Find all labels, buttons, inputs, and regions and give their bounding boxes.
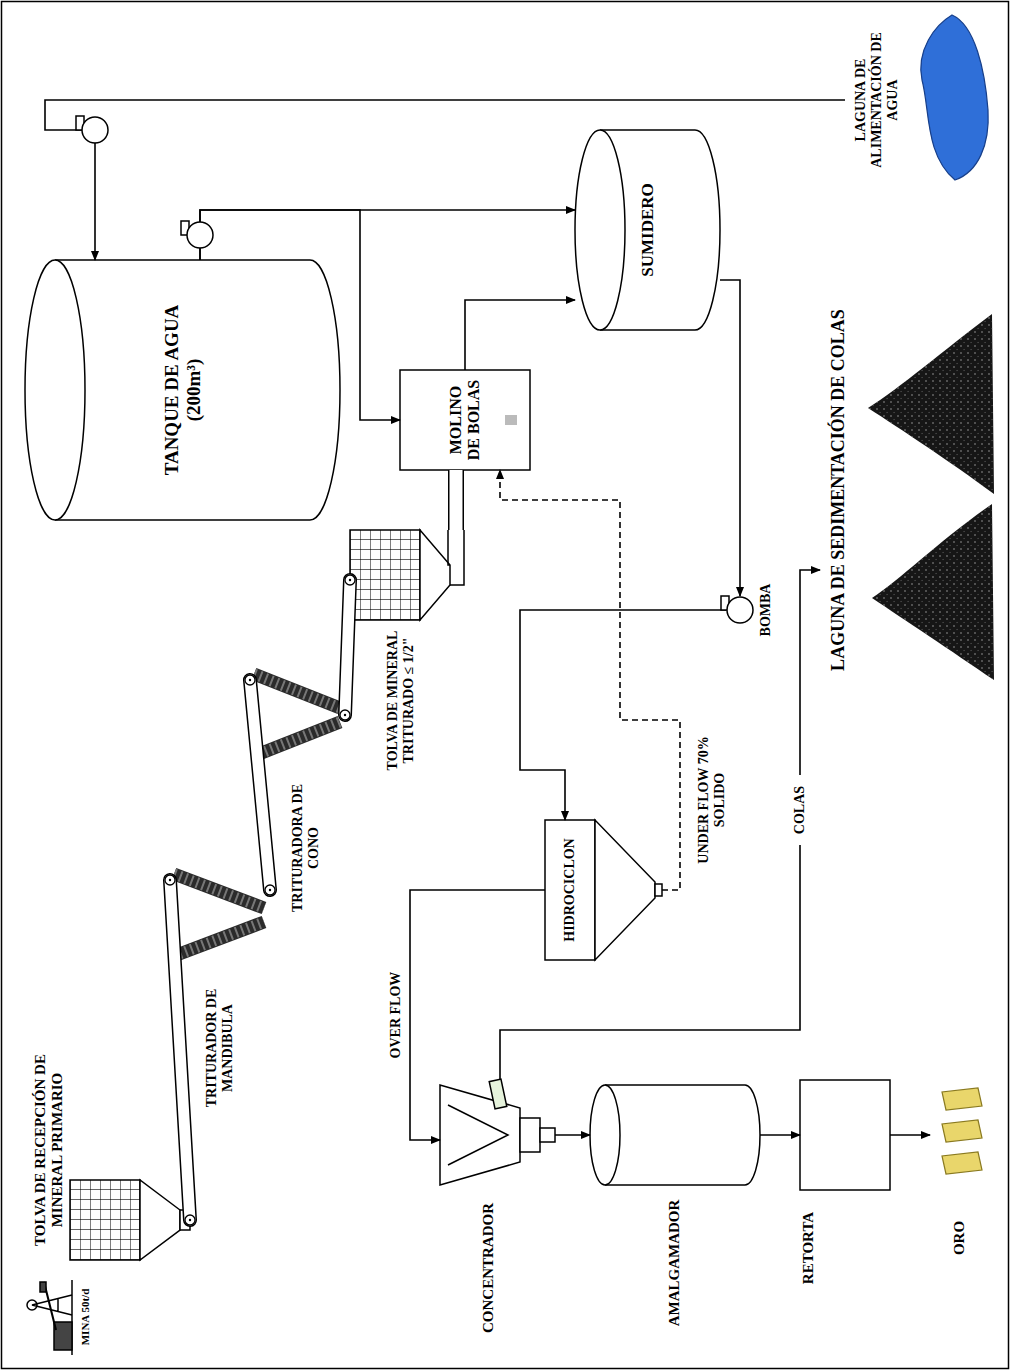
supply-pond-water — [921, 15, 988, 180]
crushed-ore-bin — [350, 530, 464, 620]
amalgamator-node: AMALGAMADOR — [590, 1085, 760, 1185]
settling-pond-node: LAGUNA DE SEDIMENTACIÓN DE COLAS — [820, 290, 1000, 690]
receiving-hopper-node: TOLVA DE RECEPCIÓN DE MINERAL PRIMARIO — [70, 1180, 190, 1260]
water-tank — [25, 260, 340, 520]
flow-connector — [890, 1135, 930, 1136]
equipment-label: LAGUNA DE SEDIMENTACIÓN DE COLAS — [828, 309, 849, 671]
sump-tank — [575, 130, 720, 330]
ball-mill-box — [400, 370, 530, 470]
cone-crusher — [254, 674, 340, 756]
equipment-label: TRITURADOR DE MANDIBULA — [204, 978, 236, 1118]
flow-connector — [410, 890, 545, 1140]
equipment-label: RETORTA — [800, 1198, 817, 1298]
hydrocyclone — [545, 820, 662, 960]
ball-mill-node: MOLINO DE BOLAS — [400, 370, 530, 470]
equipment-label: MINA 50t/d — [79, 1272, 92, 1362]
equipment-label: SUMIDERO — [638, 183, 658, 277]
node-label-holder: RETORTA — [800, 1198, 817, 1298]
flow-connector — [720, 280, 740, 596]
flow-connector — [760, 1135, 800, 1136]
mine-icon — [27, 1280, 72, 1355]
sump-node: SUMIDERO — [575, 130, 720, 330]
conveyor-belt — [340, 575, 355, 720]
water-tank-node: TANQUE DE AGUA (200m³) — [25, 260, 340, 520]
equipment-label: MOLINO DE BOLAS — [447, 374, 484, 466]
flow-connector — [500, 470, 680, 890]
node-label-holder: MINA 50t/d — [79, 1272, 92, 1362]
flow-connector — [500, 570, 820, 1080]
node-label-holder: TRITURADORA DE CONO — [290, 778, 322, 918]
conveyor-belt — [165, 875, 195, 1225]
receiving-hopper — [70, 1180, 190, 1260]
jaw-crusher — [174, 874, 264, 956]
hydrocyclone-node: HIDROCICLON — [545, 820, 662, 960]
equipment-label: LAGUNA DE ALIMENTACIÓN DE AGUA — [853, 12, 901, 188]
slurry-pump — [721, 596, 753, 623]
node-label-holder: TOLVA DE RECEPCIÓN DE MINERAL PRIMARIO — [32, 1030, 67, 1270]
equipment-label: BOMBA — [758, 570, 774, 650]
flow-label: UNDER FLOW 70% SOLIDO — [696, 725, 728, 875]
jaw-crusher-node: TRITURADOR DE MANDIBULA — [170, 860, 270, 970]
equipment-label: TOLVA DE MINERAL TRITURADO ≤ 1/2" — [385, 628, 417, 773]
equipment-label: TANQUE DE AGUA (200m³) — [161, 295, 205, 485]
supply-pump — [76, 116, 108, 143]
tank-pump — [181, 221, 213, 248]
concentrator-node: CONCENTRADOR — [440, 1080, 555, 1190]
flow-connector — [465, 300, 575, 370]
flow-connector — [45, 100, 845, 260]
node-label-holder: ORO — [951, 1198, 968, 1278]
equipment-label: TOLVA DE RECEPCIÓN DE MINERAL PRIMARIO — [32, 1030, 67, 1270]
node-label-holder: TOLVA DE MINERAL TRITURADO ≤ 1/2" — [385, 628, 417, 773]
equipment-label: CONCENTRADOR — [480, 1198, 497, 1338]
node-label-holder: BOMBA — [758, 570, 774, 650]
node-label-holder: AMALGAMADOR — [666, 1193, 683, 1333]
equipment-label: TRITURADORA DE CONO — [290, 778, 322, 918]
node-label-holder: TRITURADOR DE MANDIBULA — [204, 978, 236, 1118]
slurry-pump-node: BOMBA — [726, 596, 754, 624]
equipment-label: HIDROCICLON — [562, 838, 578, 941]
flow-connector — [555, 1135, 590, 1136]
retort-box — [800, 1080, 890, 1190]
flow-connector — [200, 210, 400, 420]
gold-node: ORO — [930, 1080, 990, 1190]
tailings-piles — [868, 314, 994, 680]
cone-crusher-node: TRITURADORA DE CONO — [250, 660, 345, 770]
flow-connector — [200, 210, 575, 260]
node-label-holder: HIDROCICLON — [545, 820, 595, 960]
amalgamator — [590, 1085, 760, 1185]
concentrator — [440, 1079, 555, 1185]
equipment-label: AMALGAMADOR — [666, 1193, 683, 1333]
mill-mark — [505, 415, 517, 425]
conveyor-belt — [245, 675, 275, 895]
equipment-label: ORO — [951, 1198, 968, 1278]
retort-node: RETORTA — [800, 1080, 890, 1190]
feed-chute — [456, 470, 457, 530]
mine-node: MINA 50t/d — [25, 1280, 75, 1355]
node-label-holder: CONCENTRADOR — [480, 1198, 497, 1338]
flow-label: OVER FLOW — [388, 960, 404, 1070]
supply-pond-node: LAGUNA DE ALIMENTACIÓN DE AGUA — [845, 10, 1000, 190]
flow-label: COLAS — [792, 775, 808, 845]
crushed-ore-bin-node: TOLVA DE MINERAL TRITURADO ≤ 1/2" — [350, 530, 460, 620]
gold-bars — [942, 1088, 982, 1174]
